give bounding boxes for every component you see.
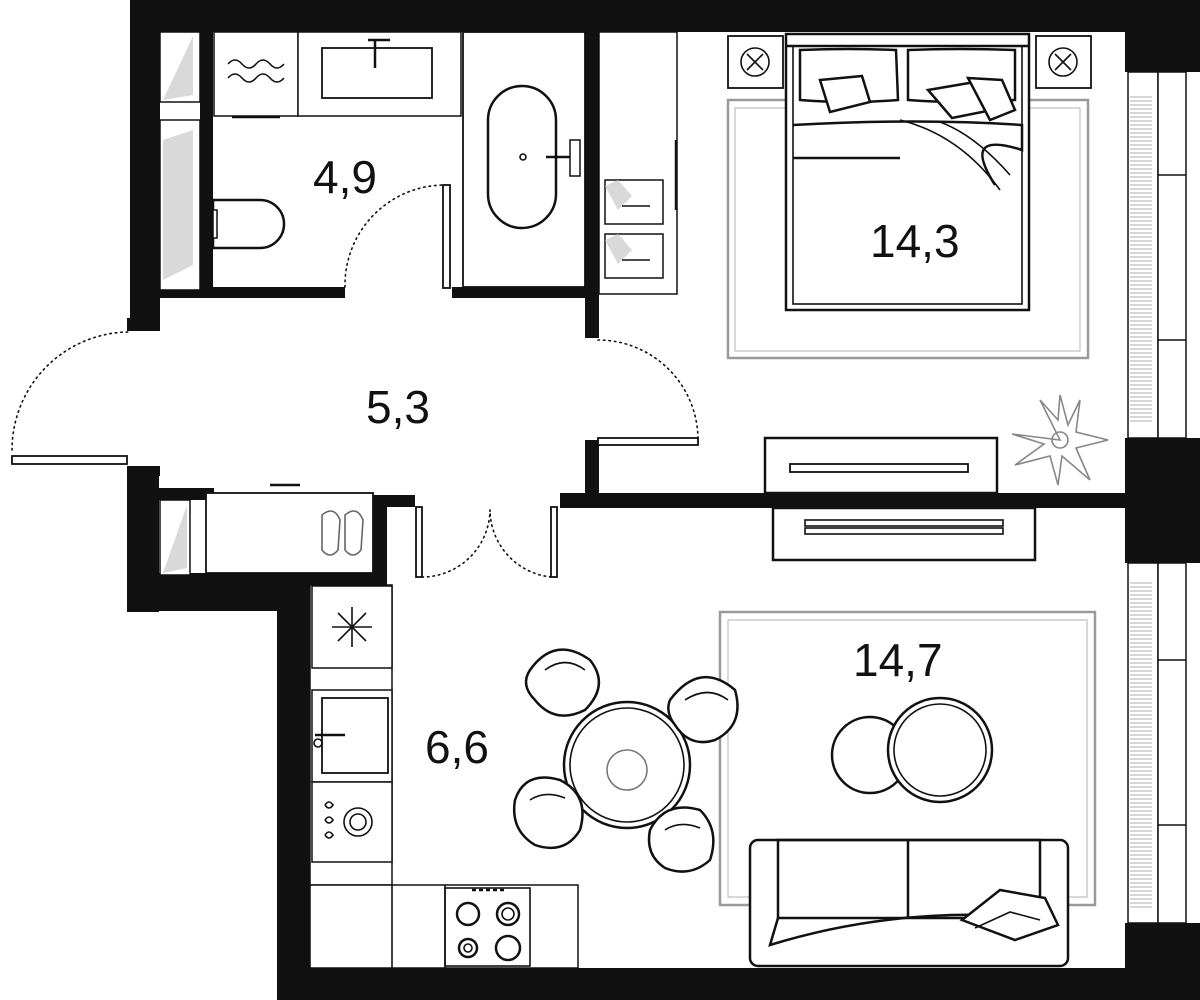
room-area-bedroom: 14,3 bbox=[870, 215, 960, 267]
chair-icon bbox=[524, 648, 600, 717]
doors bbox=[11, 184, 699, 578]
nightstand-left bbox=[727, 35, 784, 89]
kitchen-sink-icon bbox=[311, 689, 393, 783]
wall-wardrobe-right bbox=[373, 495, 387, 585]
window-living bbox=[1127, 562, 1187, 924]
fridge-icon bbox=[311, 585, 393, 669]
bathroom-fixtures bbox=[159, 31, 586, 291]
washing-machine-icon bbox=[213, 31, 299, 119]
bedroom-furniture: 14,3 bbox=[726, 32, 1109, 495]
hallway-closet bbox=[598, 31, 678, 295]
walls bbox=[127, 0, 1200, 1000]
windows bbox=[1127, 71, 1187, 924]
wall-wardrobe-top bbox=[159, 488, 214, 500]
wall-right-top bbox=[1125, 0, 1200, 72]
wall-bath-bottom bbox=[160, 287, 345, 298]
wall-top bbox=[130, 0, 1200, 32]
coffee-table-icon bbox=[830, 696, 994, 804]
sink-icon bbox=[297, 31, 462, 117]
wall-left-top bbox=[130, 0, 160, 330]
chair-icon bbox=[667, 675, 739, 744]
wall-right-mid bbox=[1125, 438, 1200, 563]
towel-icon bbox=[159, 31, 201, 291]
wall-bedroom-bottom bbox=[560, 493, 1125, 508]
countertop bbox=[309, 884, 579, 969]
living-furniture: 14,7 bbox=[718, 506, 1097, 968]
chair-icon bbox=[512, 776, 584, 850]
door-kitchen-double[interactable] bbox=[415, 506, 558, 578]
kitchen-furniture: 6,6 bbox=[309, 584, 739, 969]
door-entrance[interactable] bbox=[11, 331, 129, 465]
dining-table-icon bbox=[562, 700, 692, 830]
wall-bath-bottom-right bbox=[452, 287, 587, 298]
wall-left-corner bbox=[127, 466, 160, 476]
towel-icon bbox=[604, 179, 664, 279]
window-bedroom bbox=[1127, 71, 1187, 439]
room-area-hallway: 5,3 bbox=[366, 381, 430, 433]
room-area-living: 14,7 bbox=[853, 634, 943, 686]
wardrobe bbox=[159, 483, 374, 576]
wall-left-kitchen bbox=[277, 583, 310, 1000]
toilet-icon bbox=[211, 198, 286, 250]
wall-stub bbox=[385, 495, 415, 507]
tv-stand bbox=[763, 436, 999, 495]
wall-bath-divider bbox=[200, 32, 213, 297]
nightstand-right bbox=[1035, 35, 1092, 89]
tv-stand bbox=[771, 506, 1037, 562]
bathtub-icon bbox=[462, 31, 586, 288]
room-area-kitchen: 6,6 bbox=[425, 721, 489, 773]
pillow-icon bbox=[798, 47, 1017, 122]
wall-bed-left-lower bbox=[585, 440, 599, 502]
door-bathroom[interactable] bbox=[344, 184, 451, 289]
oven-icon bbox=[311, 781, 393, 863]
wall-left-stub bbox=[127, 318, 160, 331]
shoes-icon bbox=[321, 510, 364, 556]
door-bedroom[interactable] bbox=[597, 339, 699, 446]
cooktop-icon bbox=[444, 887, 531, 967]
wall-bottom bbox=[277, 968, 1200, 1000]
sofa-icon bbox=[748, 838, 1070, 968]
chair-icon bbox=[647, 806, 715, 873]
plant-icon bbox=[1011, 394, 1109, 486]
wall-bed-left bbox=[585, 32, 599, 338]
room-area-bathroom: 4,9 bbox=[313, 151, 377, 203]
